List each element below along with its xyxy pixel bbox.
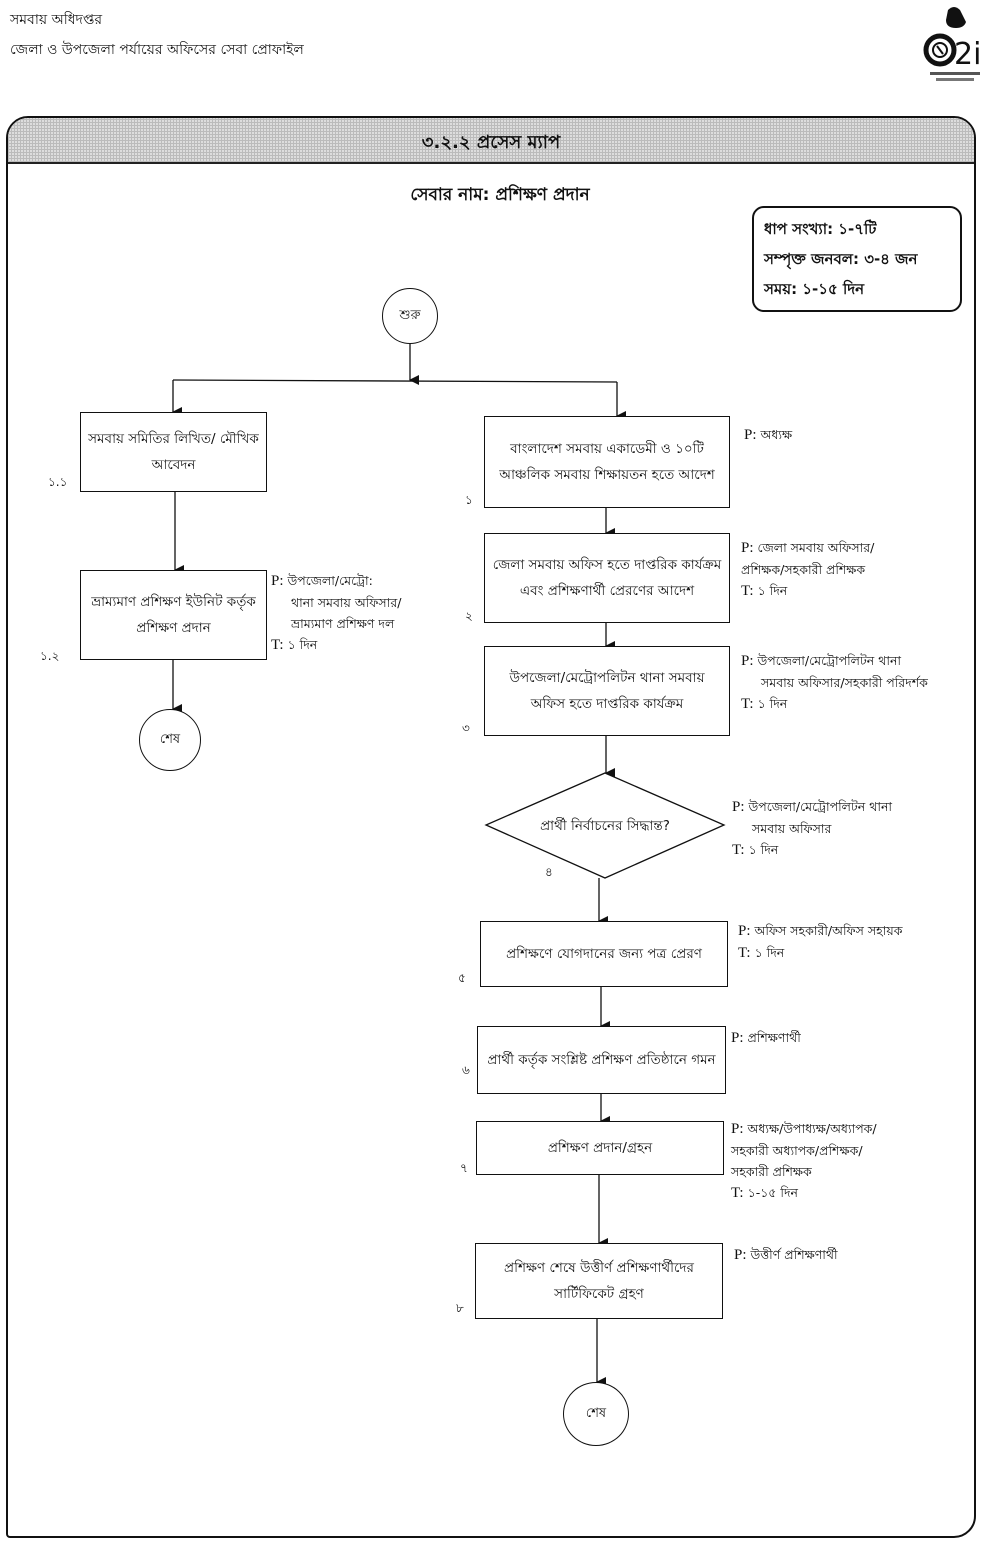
- t-label: T:: [731, 1185, 744, 1201]
- svg-text:2i: 2i: [954, 37, 981, 72]
- p-label: P:: [732, 799, 745, 815]
- time-value: ১ দিন: [754, 945, 785, 960]
- time-value: ১-১৫ দিন: [747, 1185, 798, 1200]
- time-value: ১ দিন: [757, 583, 788, 598]
- p-label: P:: [741, 653, 754, 669]
- t-label: T:: [732, 842, 745, 858]
- t-label: T:: [738, 945, 751, 961]
- section-title-bar: ৩.২.২ প্রসেস ম্যাপ: [8, 118, 974, 164]
- start-label: শুরু: [399, 307, 421, 323]
- person-line: সমবায় অফিসার/সহকারী পরিদর্শক: [761, 675, 928, 690]
- end-node-main: শেষ: [563, 1382, 629, 1446]
- step-1-1-number: ১.১: [48, 475, 68, 489]
- p-label: P:: [744, 427, 757, 443]
- step-1-2-number: ১.২: [40, 649, 60, 663]
- person-line: জেলা সমবায় অফিসার/: [757, 540, 875, 555]
- section-title: ৩.২.২ প্রসেস ম্যাপ: [421, 132, 561, 153]
- person-line: উপজেলা/মেট্রো:: [287, 573, 373, 588]
- person-line: প্রশিক্ষণার্থী: [747, 1030, 801, 1045]
- person-line: ভ্রাম্যমাণ প্রশিক্ষণ দল: [291, 616, 395, 631]
- time-value: ১ দিন: [748, 842, 779, 857]
- decision-diamond: [484, 772, 726, 879]
- p-label: P:: [731, 1030, 744, 1046]
- end-label: শেষ: [585, 1405, 607, 1421]
- person-line: প্রশিক্ষক/সহকারী প্রশিক্ষক: [741, 562, 866, 577]
- process-map-frame: ৩.২.২ প্রসেস ম্যাপ: [6, 116, 976, 1538]
- step-3-notes: P: উপজেলা/মেট্রোপলিটন থানা সমবায় অফিসার…: [741, 650, 928, 715]
- t-label: T:: [271, 637, 284, 653]
- step-5-notes: P: অফিস সহকারী/অফিস সহায়ক T: ১ দিন: [738, 920, 902, 964]
- summary-time: সময়: ১-১৫ দিন: [764, 280, 865, 298]
- step-2-notes: P: জেলা সমবায় অফিসার/ প্রশিক্ষক/সহকারী …: [741, 537, 874, 602]
- person-line: সহকারী প্রশিক্ষক: [731, 1164, 812, 1179]
- department-name: সমবায় অধিদপ্তর: [10, 12, 103, 28]
- step-7-notes: P: অধ্যক্ষ/উপাধ্যক্ষ/অধ্যাপক/ সহকারী অধ্…: [731, 1118, 877, 1204]
- split-line: [172, 379, 618, 383]
- step-4-number: ৪: [545, 865, 553, 879]
- p-label: P:: [741, 540, 754, 556]
- step-2-text: জেলা সমবায় অফিস হতে দাপ্তরিক কার্যক্রম …: [492, 557, 722, 599]
- step-8-notes: P: উত্তীর্ণ প্রশিক্ষণার্থী: [734, 1244, 838, 1266]
- step-1-box: বাংলাদেশ সমবায় একাডেমী ও ১০টি আঞ্চলিক স…: [484, 416, 730, 508]
- end-label: শেষ: [159, 731, 181, 747]
- step-1-2-box: ভ্রাম্যমাণ প্রশিক্ষণ ইউনিট কর্তৃক প্রশিক…: [80, 570, 267, 660]
- step-4-text: প্রার্থী নির্বাচনের সিদ্ধান্ত?: [540, 818, 670, 834]
- step-6-number: ৬: [462, 1063, 470, 1077]
- step-8-text: প্রশিক্ষণ শেষে উত্তীর্ণ প্রশিক্ষণার্থীদে…: [504, 1260, 694, 1302]
- step-2-number: ২: [465, 609, 473, 623]
- start-node: শুরু: [382, 288, 438, 344]
- person-line: অধ্যক্ষ: [760, 427, 793, 442]
- time-value: ১ দিন: [757, 696, 788, 711]
- summary-steps: ধাপ সংখ্যা: ১-৭টি: [764, 220, 877, 238]
- step-1-notes: P: অধ্যক্ষ: [744, 424, 792, 446]
- a2i-logo-icon: 2i: [923, 7, 981, 81]
- step-1-2-notes: P: উপজেলা/মেট্রো: থানা সমবায় অফিসার/ ভ্…: [271, 570, 401, 656]
- p-label: P:: [731, 1121, 744, 1137]
- person-line: সমবায় অফিসার: [752, 821, 832, 836]
- step-5-text: প্রশিক্ষণে যোগদানের জন্য পত্র প্রেরণ: [506, 946, 702, 962]
- person-line: অধ্যক্ষ/উপাধ্যক্ষ/অধ্যাপক/: [747, 1121, 877, 1136]
- summary-box: ধাপ সংখ্যা: ১-৭টি সম্পৃক্ত জনবল: ৩-৪ জন …: [752, 206, 962, 312]
- step-7-number: ৭: [460, 1161, 468, 1175]
- summary-manpower: সম্পৃক্ত জনবল: ৩-৪ জন: [764, 250, 918, 268]
- end-node-left: শেষ: [139, 709, 201, 771]
- step-1-number: ১: [465, 493, 473, 507]
- time-value: ১ দিন: [287, 637, 318, 652]
- step-1-text: বাংলাদেশ সমবায় একাডেমী ও ১০টি আঞ্চলিক স…: [499, 441, 715, 483]
- person-line: উত্তীর্ণ প্রশিক্ষণার্থী: [750, 1247, 838, 1262]
- person-line: অফিস সহকারী/অফিস সহায়ক: [754, 923, 903, 938]
- person-line: সহকারী অধ্যাপক/প্রশিক্ষক/: [731, 1143, 863, 1158]
- step-2-box: জেলা সমবায় অফিস হতে দাপ্তরিক কার্যক্রম …: [484, 533, 730, 623]
- step-6-text: প্রার্থী কর্তৃক সংশ্লিষ্ট প্রশিক্ষণ প্রত…: [487, 1052, 716, 1068]
- step-3-box: উপজেলা/মেট্রোপলিটন থানা সমবায় অফিস হতে …: [484, 646, 730, 736]
- person-line: উপজেলা/মেট্রোপলিটন থানা: [748, 799, 893, 814]
- t-label: T:: [741, 696, 754, 712]
- a2i-logo: 2i: [918, 2, 998, 92]
- document-subtitle: জেলা ও উপজেলা পর্যায়ের অফিসের সেবা প্রো…: [10, 42, 304, 58]
- step-3-number: ৩: [462, 721, 470, 735]
- t-label: T:: [741, 583, 754, 599]
- person-line: উপজেলা/মেট্রোপলিটন থানা: [757, 653, 902, 668]
- p-label: P:: [271, 573, 284, 589]
- step-4-notes: P: উপজেলা/মেট্রোপলিটন থানা সমবায় অফিসার…: [732, 796, 892, 861]
- step-1-1-text: সমবায় সমিতির লিখিত/ মৌখিক আবেদন: [88, 431, 259, 473]
- step-5-box: প্রশিক্ষণে যোগদানের জন্য পত্র প্রেরণ: [480, 921, 728, 987]
- step-6-box: প্রার্থী কর্তৃক সংশ্লিষ্ট প্রশিক্ষণ প্রত…: [477, 1026, 726, 1094]
- service-name: সেবার নাম: প্রশিক্ষণ প্রদান: [410, 185, 590, 205]
- p-label: P:: [734, 1247, 747, 1263]
- step-7-text: প্রশিক্ষণ প্রদান/গ্রহন: [547, 1140, 653, 1156]
- person-line: থানা সমবায় অফিসার/: [291, 595, 402, 610]
- step-8-box: প্রশিক্ষণ শেষে উত্তীর্ণ প্রশিক্ষণার্থীদে…: [475, 1243, 723, 1319]
- step-6-notes: P: প্রশিক্ষণার্থী: [731, 1027, 801, 1049]
- p-label: P:: [738, 923, 751, 939]
- step-3-text: উপজেলা/মেট্রোপলিটন থানা সমবায় অফিস হতে …: [509, 670, 705, 712]
- step-7-box: প্রশিক্ষণ প্রদান/গ্রহন: [476, 1121, 724, 1175]
- step-8-number: ৮: [456, 1301, 464, 1315]
- step-1-2-text: ভ্রাম্যমাণ প্রশিক্ষণ ইউনিট কর্তৃক প্রশিক…: [91, 594, 256, 636]
- step-1-1-box: সমবায় সমিতির লিখিত/ মৌখিক আবেদন: [80, 412, 267, 492]
- step-5-number: ৫: [458, 971, 466, 985]
